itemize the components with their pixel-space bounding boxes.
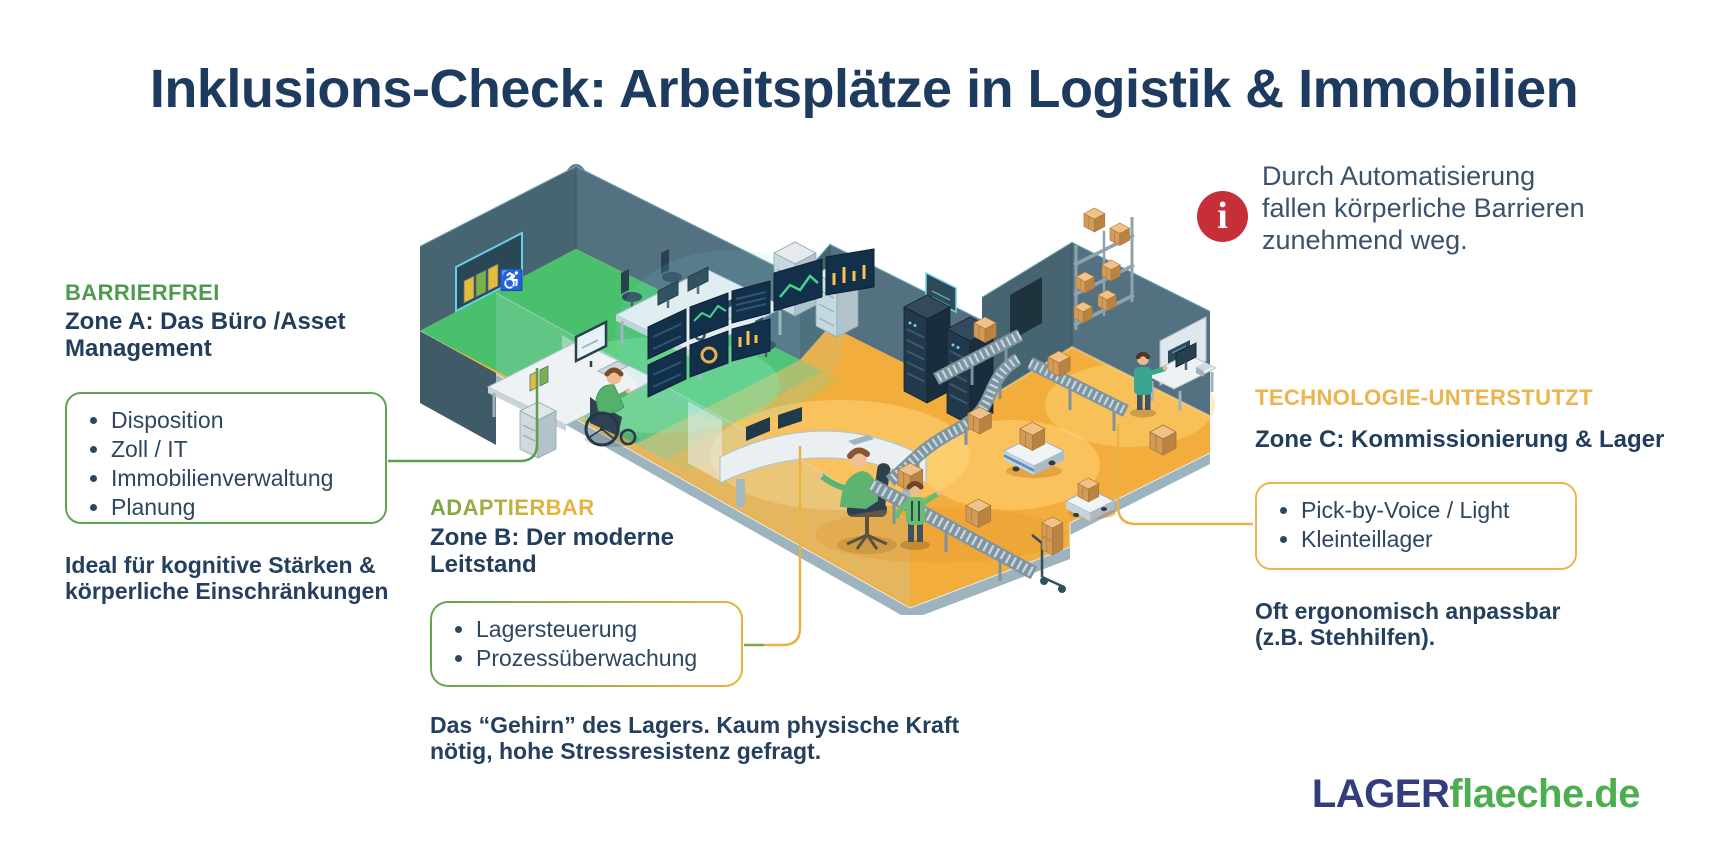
office-floor bbox=[420, 249, 800, 444]
text-rows-icon bbox=[735, 291, 767, 312]
info-note: Durch Automatisierung fallen körperliche… bbox=[1262, 160, 1585, 256]
donut-chart-icon bbox=[700, 346, 718, 364]
zone-a-bullet-box: Disposition Zoll / IT Immobilienverwaltu… bbox=[65, 392, 387, 524]
conveyor-belt-lower bbox=[815, 462, 1065, 581]
zone-a-caption: Ideal für kognitive Stärken & körperlich… bbox=[65, 552, 388, 604]
zone-c-list: Pick-by-Voice / Light Kleinteillager bbox=[1257, 484, 1575, 554]
conveyor-belt-mid bbox=[1027, 350, 1129, 431]
cardboard-box bbox=[1075, 271, 1095, 294]
info-icon: i bbox=[1197, 191, 1248, 242]
brand-logo-part1: LAGER bbox=[1311, 772, 1450, 816]
brand-logo-part2: flaeche.de bbox=[1449, 772, 1640, 816]
info-note-line: Durch Automatisierung bbox=[1262, 161, 1536, 191]
zone-a-title-line: Management bbox=[65, 335, 212, 362]
cardboard-box bbox=[1083, 207, 1106, 233]
list-item: Disposition bbox=[111, 406, 375, 435]
zone-b-caption-line: Das “Gehirn” des Lagers. Kaum physische … bbox=[430, 712, 960, 738]
floor-edge bbox=[420, 331, 1210, 615]
shelf-rack bbox=[1073, 207, 1135, 330]
bar-chart-icon bbox=[832, 265, 866, 285]
zone-a-title-line: Zone A: Das Büro /Asset bbox=[65, 308, 346, 335]
zone-c-tag: TECHNOLOGIE-UNTERSTUTZT bbox=[1255, 385, 1593, 410]
wheelchair-icon: ♿ bbox=[499, 268, 524, 292]
zone-a-caption-line: Ideal für kognitive Stärken & bbox=[65, 552, 376, 578]
zone-a-list: Disposition Zoll / IT Immobilienverwaltu… bbox=[67, 394, 385, 522]
info-note-line: zunehmend weg. bbox=[1262, 225, 1468, 255]
list-item: Planung bbox=[111, 493, 375, 522]
zone-c-caption-line: Oft ergonomisch anpassbar bbox=[1255, 598, 1561, 624]
cardboard-box bbox=[1101, 259, 1121, 282]
zone-a-caption-line: körperliche Einschränkungen bbox=[65, 578, 389, 604]
cardboard-box bbox=[1109, 222, 1130, 246]
text-rows-icon bbox=[652, 323, 682, 388]
computer-monitor bbox=[574, 319, 608, 364]
cardboard-box bbox=[1019, 421, 1046, 451]
list-item: Prozessüberwachung bbox=[476, 644, 731, 673]
cardboard-box bbox=[1149, 424, 1177, 456]
cardboard-box bbox=[1077, 477, 1100, 503]
zone-b-title: Zone B: Der moderne Leitstand bbox=[430, 524, 674, 578]
zone-b-list: Lagersteuerung Prozessüberwachung bbox=[432, 603, 741, 673]
server-rack bbox=[903, 294, 951, 404]
hand-truck bbox=[1031, 516, 1066, 593]
list-item: Lagersteuerung bbox=[476, 615, 731, 644]
curved-monitor-wall bbox=[615, 248, 875, 420]
zone-c-caption-line: (z.B. Stehhilfen). bbox=[1255, 624, 1436, 650]
zone-b-bullet-box-inner: Lagersteuerung Prozessüberwachung bbox=[432, 603, 741, 685]
packing-worker bbox=[1130, 351, 1168, 418]
zone-b-tag: ADAPTIERBAR bbox=[430, 495, 595, 520]
warehouse-illustration: ♿ bbox=[419, 164, 1218, 615]
bar-chart-icon bbox=[738, 331, 758, 347]
operator bbox=[817, 447, 897, 554]
cardboard-box bbox=[1097, 289, 1117, 312]
brand-logo: LAGERflaeche.de bbox=[1311, 772, 1641, 817]
cardboard-box bbox=[965, 498, 992, 528]
agv-robot bbox=[1064, 477, 1116, 521]
zone-b-bullet-box: Lagersteuerung Prozessüberwachung bbox=[430, 601, 743, 687]
binders bbox=[529, 370, 539, 392]
zone-c-bullet-box: Pick-by-Voice / Light Kleinteillager bbox=[1255, 482, 1577, 570]
binders bbox=[539, 365, 549, 387]
list-item: Immobilienverwaltung bbox=[111, 464, 375, 493]
line-chart-icon bbox=[693, 304, 727, 322]
info-note-line: fallen körperliche Barrieren bbox=[1262, 193, 1585, 223]
tablet bbox=[848, 435, 874, 445]
zone-c-caption: Oft ergonomisch anpassbar (z.B. Stehhilf… bbox=[1255, 598, 1560, 650]
picking-worker bbox=[894, 481, 942, 550]
zone-b-caption: Das “Gehirn” des Lagers. Kaum physische … bbox=[430, 712, 959, 764]
doorway bbox=[1010, 277, 1042, 341]
agv-robot bbox=[1002, 421, 1066, 478]
cardboard-box bbox=[1073, 301, 1093, 324]
wheelchair-user bbox=[584, 367, 639, 447]
zone-a-title: Zone A: Das Büro /Asset Management bbox=[65, 308, 346, 362]
cardboard-box bbox=[973, 316, 997, 343]
door bbox=[688, 401, 722, 482]
page-title: Inklusions-Check: Arbeitsplätze in Logis… bbox=[149, 59, 1579, 119]
zone-a-tag: BARRIERFREI bbox=[65, 280, 220, 305]
accessibility-board: ♿ bbox=[455, 231, 524, 313]
line-chart-icon bbox=[779, 274, 819, 298]
list-item: Kleinteillager bbox=[1301, 525, 1565, 554]
list-item: Zoll / IT bbox=[111, 435, 375, 464]
zone-b-title-line: Leitstand bbox=[430, 551, 537, 578]
cardboard-box bbox=[1047, 350, 1071, 377]
cardboard-box bbox=[1041, 516, 1064, 542]
zone-c-title: Zone C: Kommissionierung & Lager bbox=[1255, 426, 1665, 453]
packing-station bbox=[1144, 316, 1218, 411]
list-item: Pick-by-Voice / Light bbox=[1301, 496, 1565, 525]
cardboard-box bbox=[967, 406, 992, 435]
zone-b-title-line: Zone B: Der moderne bbox=[430, 524, 675, 551]
floor-transition bbox=[636, 360, 822, 460]
zone-b-caption-line: nötig, hohe Stressresistenz gefragt. bbox=[430, 738, 822, 764]
